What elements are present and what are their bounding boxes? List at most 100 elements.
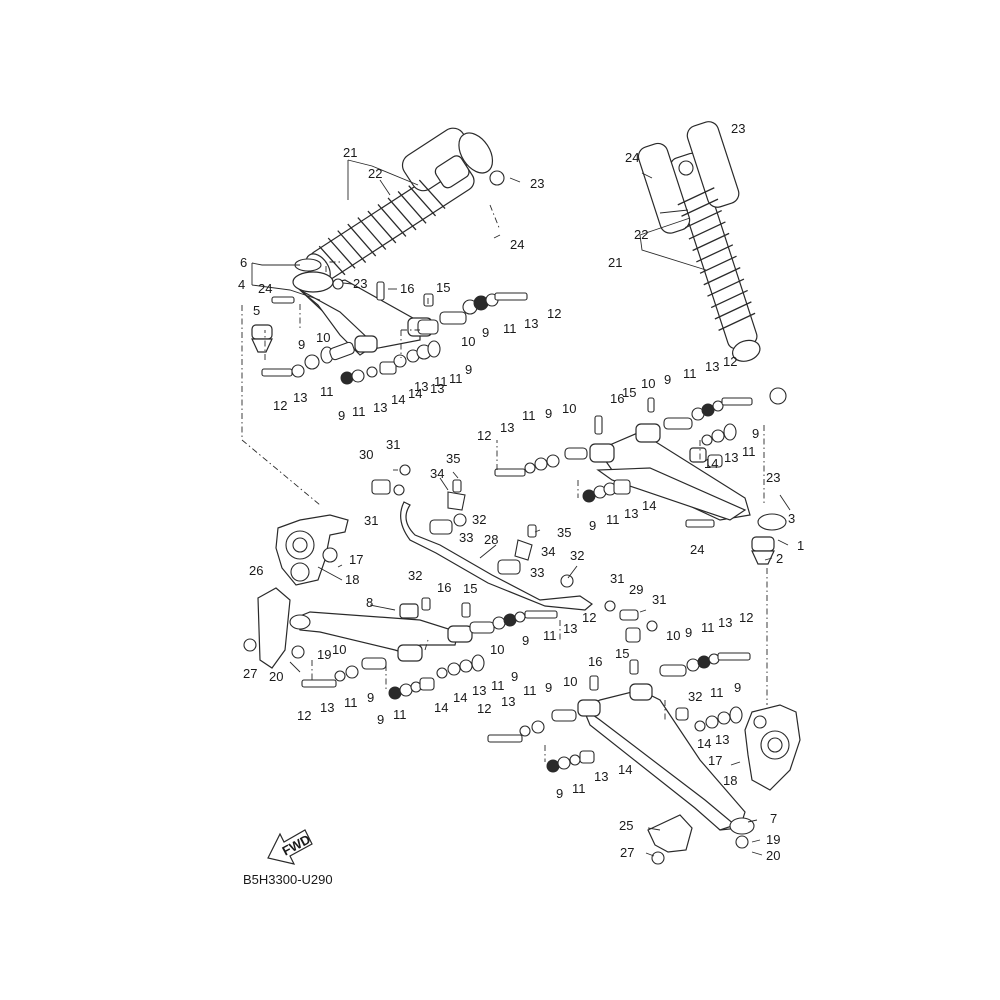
callout-label: 11 [503, 321, 517, 336]
callout-label: 16 [588, 654, 602, 669]
callout-label: 10 [490, 642, 504, 657]
callout-label: 23 [731, 121, 745, 136]
fwd-arrow: FWD [267, 829, 313, 865]
callout-label: 18 [723, 773, 737, 788]
callout-label: 9 [752, 426, 759, 441]
callout-label: 15 [463, 581, 477, 596]
callout-label: 11 [543, 628, 557, 643]
callout-label: 11 [393, 707, 407, 722]
callout-label: 3 [788, 511, 795, 526]
assembly-lines [241, 204, 768, 762]
callout-label: 16 [400, 281, 414, 296]
callout-label: 11 [606, 512, 620, 527]
upper-right-a-arm [589, 423, 787, 565]
callout-label: 13 [705, 359, 719, 374]
callout-label: 13 [594, 769, 608, 784]
callout-label: 14 [618, 762, 632, 777]
callout-label: 11 [449, 371, 463, 386]
callout-label: 24 [510, 237, 524, 252]
callout-label: 12 [547, 306, 561, 321]
callout-label: 13 [320, 700, 334, 715]
callout-label: 6 [240, 255, 247, 270]
callout-label: 11 [683, 366, 697, 381]
callout-label: 11 [522, 408, 536, 423]
callout-label: 9 [664, 372, 671, 387]
callout-label: 4 [238, 277, 245, 292]
callout-label: 11 [434, 374, 448, 389]
callout-label: 14 [408, 386, 422, 401]
callout-label: 9 [511, 669, 518, 684]
callout-label: 11 [701, 620, 715, 635]
callout-label: 33 [530, 565, 544, 580]
lower-left-a-arm [243, 587, 473, 673]
callout-label: 12 [477, 701, 491, 716]
callout-label: 31 [364, 513, 378, 528]
callout-label: 11 [320, 384, 334, 399]
callout-label: 31 [386, 437, 400, 452]
diagram-code: B5H3300-U290 [243, 872, 333, 887]
callout-label: 32 [472, 512, 486, 527]
callout-label: 14 [642, 498, 656, 513]
callout-label: 24 [690, 542, 704, 557]
callout-label: 23 [353, 276, 367, 291]
callout-label: 13 [724, 450, 738, 465]
callout-label: 23 [766, 470, 780, 485]
callout-label: 28 [484, 532, 498, 547]
callout-label: 15 [615, 646, 629, 661]
callout-label: 18 [345, 572, 359, 587]
callout-label: 14 [697, 736, 711, 751]
callout-label: 10 [666, 628, 680, 643]
callout-label: 22 [368, 166, 382, 181]
upper-right-hardware [494, 397, 753, 528]
callout-label: 14 [434, 700, 448, 715]
callout-label: 11 [523, 683, 537, 698]
callout-label: 19 [766, 832, 780, 847]
callout-label: 22 [634, 227, 648, 242]
callout-label: 12 [273, 398, 287, 413]
callout-label: 13 [500, 420, 514, 435]
callout-label: 9 [367, 690, 374, 705]
callout-label: 13 [718, 615, 732, 630]
callout-label: 10 [562, 401, 576, 416]
callout-label: 11 [491, 678, 505, 693]
callout-label: 13 [293, 390, 307, 405]
callout-label: 20 [766, 848, 780, 863]
fwd-label: FWD [280, 831, 313, 858]
callout-label: 31 [610, 571, 624, 586]
callout-label: 8 [366, 595, 373, 610]
callout-label: 5 [253, 303, 260, 318]
callout-label: 12 [582, 610, 596, 625]
callout-label: 13 [501, 694, 515, 709]
callout-label: 20 [269, 669, 283, 684]
callout-label: 17 [349, 552, 363, 567]
callout-label: 9 [338, 408, 345, 423]
right-steering-knuckle [744, 704, 801, 791]
callout-label: 33 [459, 530, 473, 545]
callout-label: 10 [461, 334, 475, 349]
callout-label: 13 [524, 316, 538, 331]
callout-label: 10 [332, 642, 346, 657]
callout-label: 9 [734, 680, 741, 695]
callout-label: 12 [297, 708, 311, 723]
callout-label: 9 [545, 680, 552, 695]
callout-label: 15 [436, 280, 450, 295]
callout-label: 24 [258, 281, 272, 296]
callout-label: 27 [243, 666, 257, 681]
callout-label: 13 [414, 379, 428, 394]
right-shock-absorber [637, 121, 787, 405]
callout-label: 14 [391, 392, 405, 407]
callout-label: 14 [704, 456, 718, 471]
callout-label: 11 [344, 695, 358, 710]
leader-lines [251, 159, 791, 857]
callout-label: 16 [610, 391, 624, 406]
callout-label: 9 [298, 337, 305, 352]
callout-label: 12 [477, 428, 491, 443]
callout-label: 14 [453, 690, 467, 705]
callout-label: 32 [408, 568, 422, 583]
callout-label: 15 [622, 385, 636, 400]
lower-right-a-arm [577, 683, 755, 865]
callout-label: 10 [641, 376, 655, 391]
callout-label: 13 [563, 621, 577, 636]
callout-label: 27 [620, 845, 634, 860]
